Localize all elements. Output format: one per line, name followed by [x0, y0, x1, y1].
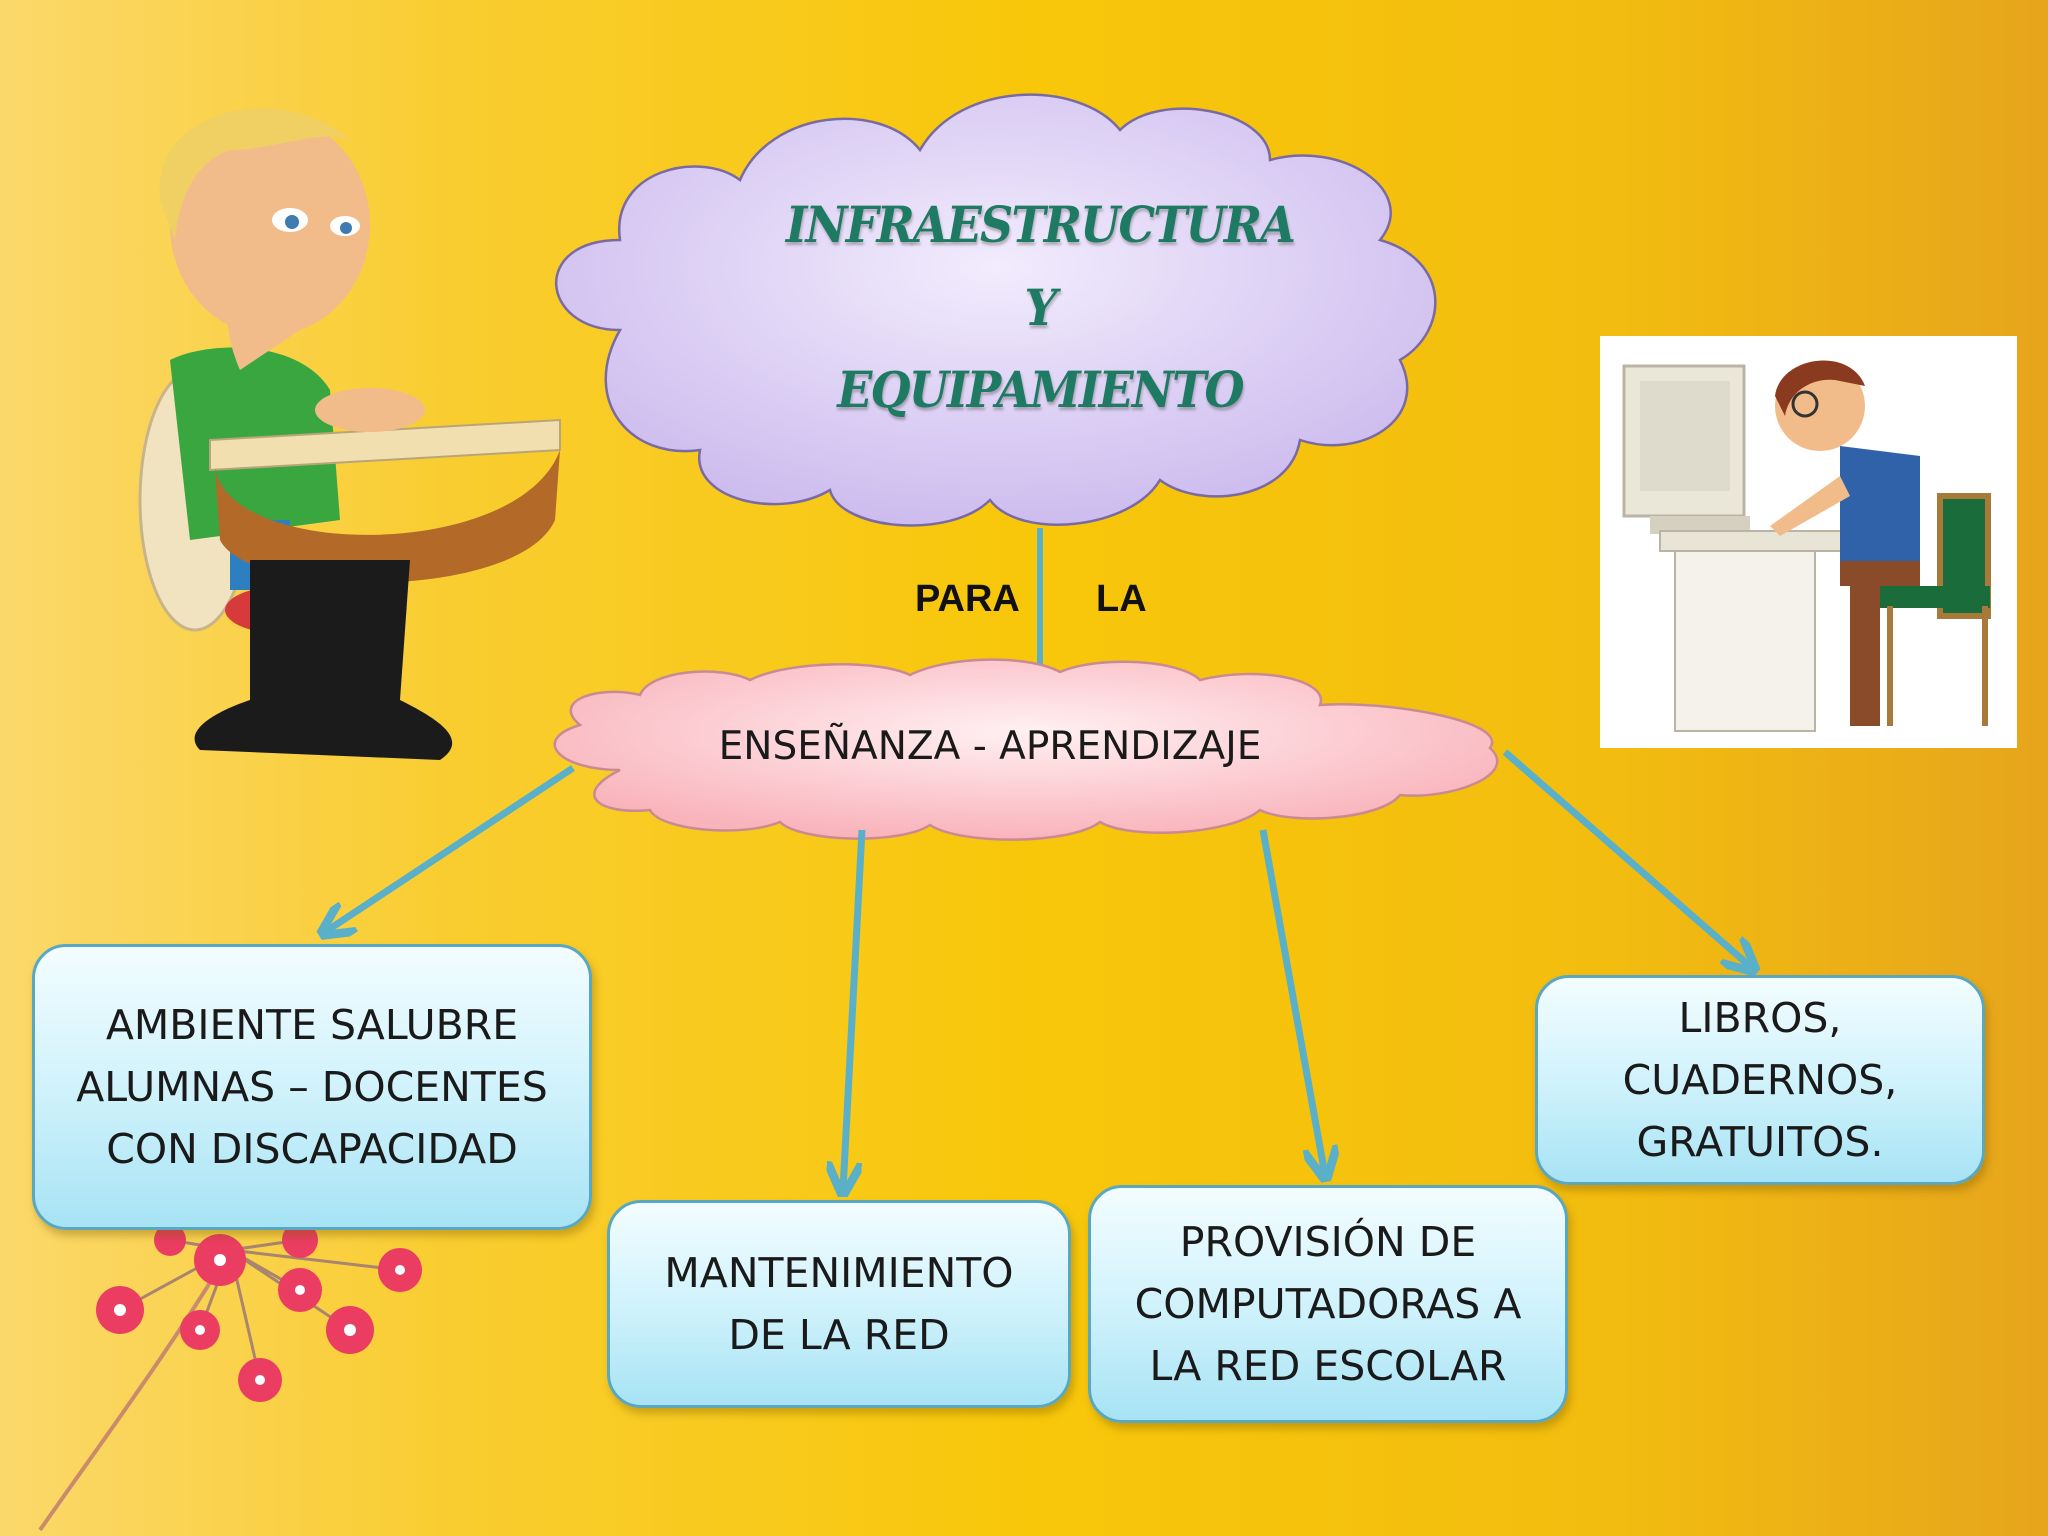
main-cloud [555, 93, 1437, 527]
box-3-line-1: PROVISIÓN DE [1179, 1218, 1477, 1266]
box-4-line-3: GRATUITOS. [1636, 1118, 1884, 1166]
title-line-1: INFRAESTRUCTURA [785, 195, 1296, 254]
title-line-2: Y [1024, 278, 1057, 337]
title-line-3: EQUIPAMIENTO [837, 360, 1244, 419]
box-4-line-2: CUADERNOS, [1622, 1056, 1898, 1104]
box-ambiente-salubre: AMBIENTE SALUBRE ALUMNAS – DOCENTES CON … [32, 944, 592, 1230]
box-3-line-3: LA RED ESCOLAR [1149, 1342, 1507, 1390]
arrow-to-box-4 [1502, 749, 1752, 968]
arrow-to-box-2 [843, 829, 866, 1190]
connector-word-la: LA [1096, 578, 1147, 620]
box-1-line-3: CON DISCAPACIDAD [106, 1125, 518, 1173]
box-1-line-1: AMBIENTE SALUBRE [105, 1001, 519, 1049]
box-3-line-2: COMPUTADORAS A [1134, 1280, 1522, 1328]
box-1-line-2: ALUMNAS – DOCENTES [76, 1063, 548, 1111]
boy-at-computer-illustration [1600, 336, 2017, 748]
sub-cloud-label: ENSEÑANZA - APRENDIZAJE [718, 724, 1262, 769]
arrow-to-box-3 [1259, 829, 1325, 1175]
box-4-line-1: LIBROS, [1678, 994, 1842, 1042]
connector-word-para: PARA [915, 578, 1020, 620]
box-libros-cuadernos: LIBROS, CUADERNOS, GRATUITOS. [1535, 975, 1985, 1185]
student-at-desk-illustration [138, 108, 561, 760]
pink-flowers-illustration [38, 1222, 422, 1532]
sub-cloud [553, 658, 1499, 841]
box-provision-computadoras: PROVISIÓN DE COMPUTADORAS A LA RED ESCOL… [1088, 1185, 1568, 1423]
arrow-to-box-1 [325, 765, 575, 932]
box-2-line-1: MANTENIMIENTO [664, 1249, 1014, 1297]
box-2-line-2: DE LA RED [728, 1311, 950, 1359]
box-mantenimiento-red: MANTENIMIENTO DE LA RED [607, 1200, 1071, 1408]
